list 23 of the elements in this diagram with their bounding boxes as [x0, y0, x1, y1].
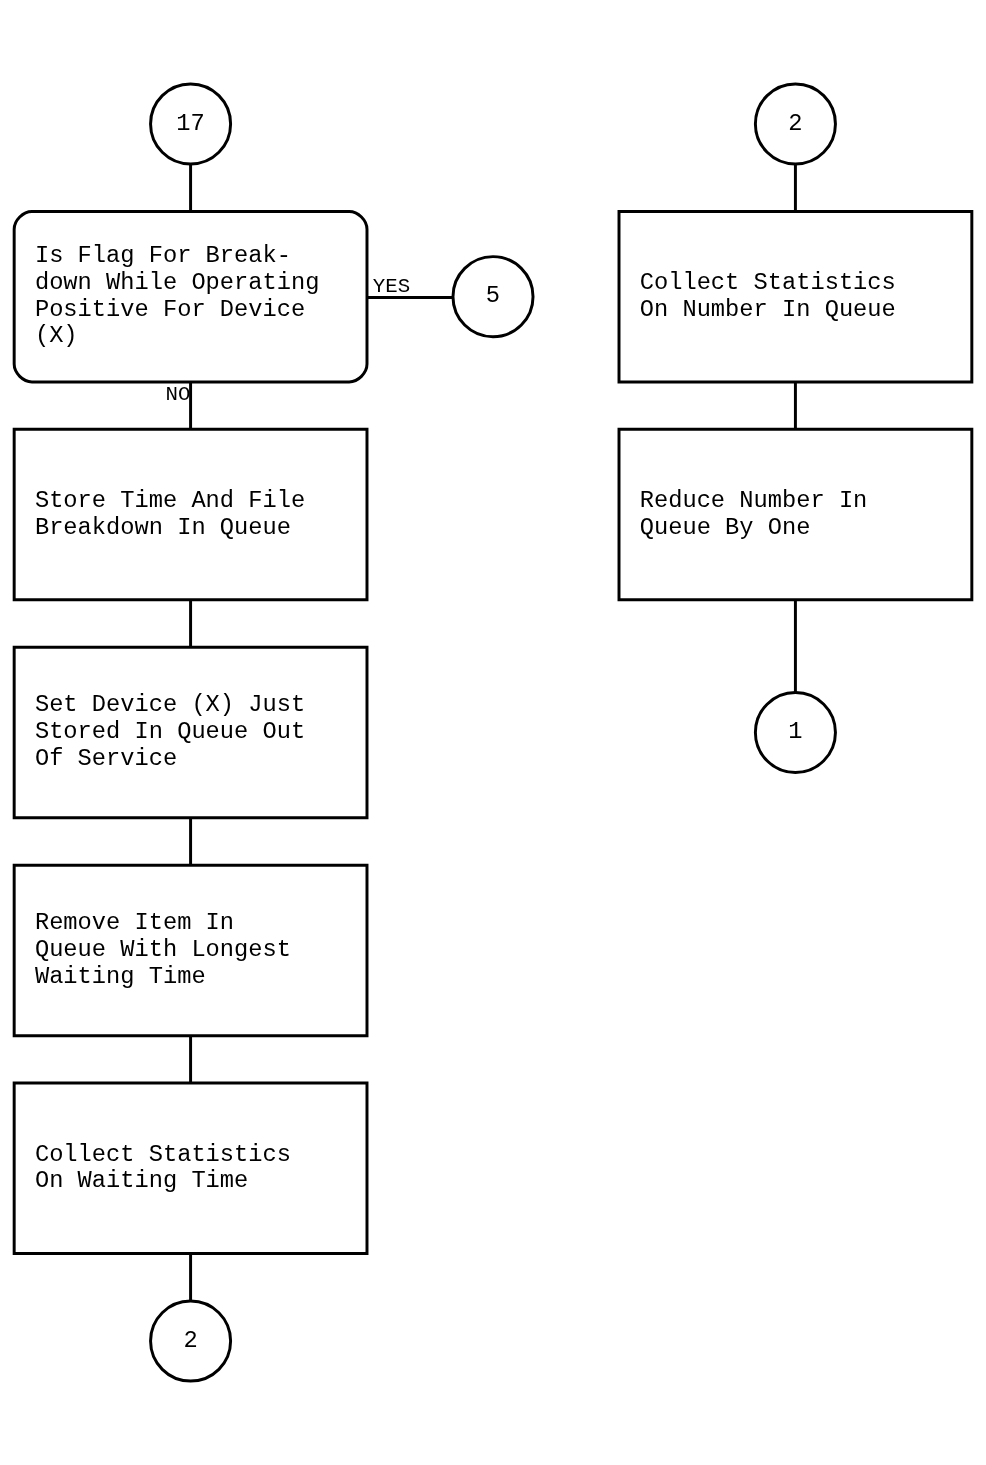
node-box: Set Device (X) Just Stored In Queue Out Of Service: [12, 645, 369, 820]
connector: [189, 382, 193, 430]
node-box: Collect Statistics On Waiting Time: [12, 1081, 369, 1256]
connector: [793, 600, 797, 693]
node-circle: 1: [753, 691, 837, 774]
node-box: Remove Item In Queue With Longest Waiting Time: [12, 863, 369, 1038]
connector: [367, 295, 453, 299]
connector: [189, 1035, 193, 1084]
node-box: Is Flag For Break- down While Operating Positive For Device (X): [12, 209, 369, 384]
connector: [189, 1253, 193, 1301]
edge-label: YES: [372, 274, 411, 298]
connector: [793, 382, 797, 430]
node-box: Store Time And File Breakdown In Queue: [12, 427, 369, 602]
connector: [189, 164, 193, 212]
node-circle: 5: [451, 255, 535, 339]
node-circle: 2: [753, 82, 837, 166]
node-box: Collect Statistics On Number In Queue: [617, 209, 974, 384]
connector: [189, 818, 193, 866]
node-box: Reduce Number In Queue By One: [617, 427, 974, 602]
node-circle: 17: [149, 82, 233, 166]
connector: [793, 164, 797, 212]
node-circle: 2: [149, 1299, 233, 1383]
connector: [189, 600, 193, 648]
